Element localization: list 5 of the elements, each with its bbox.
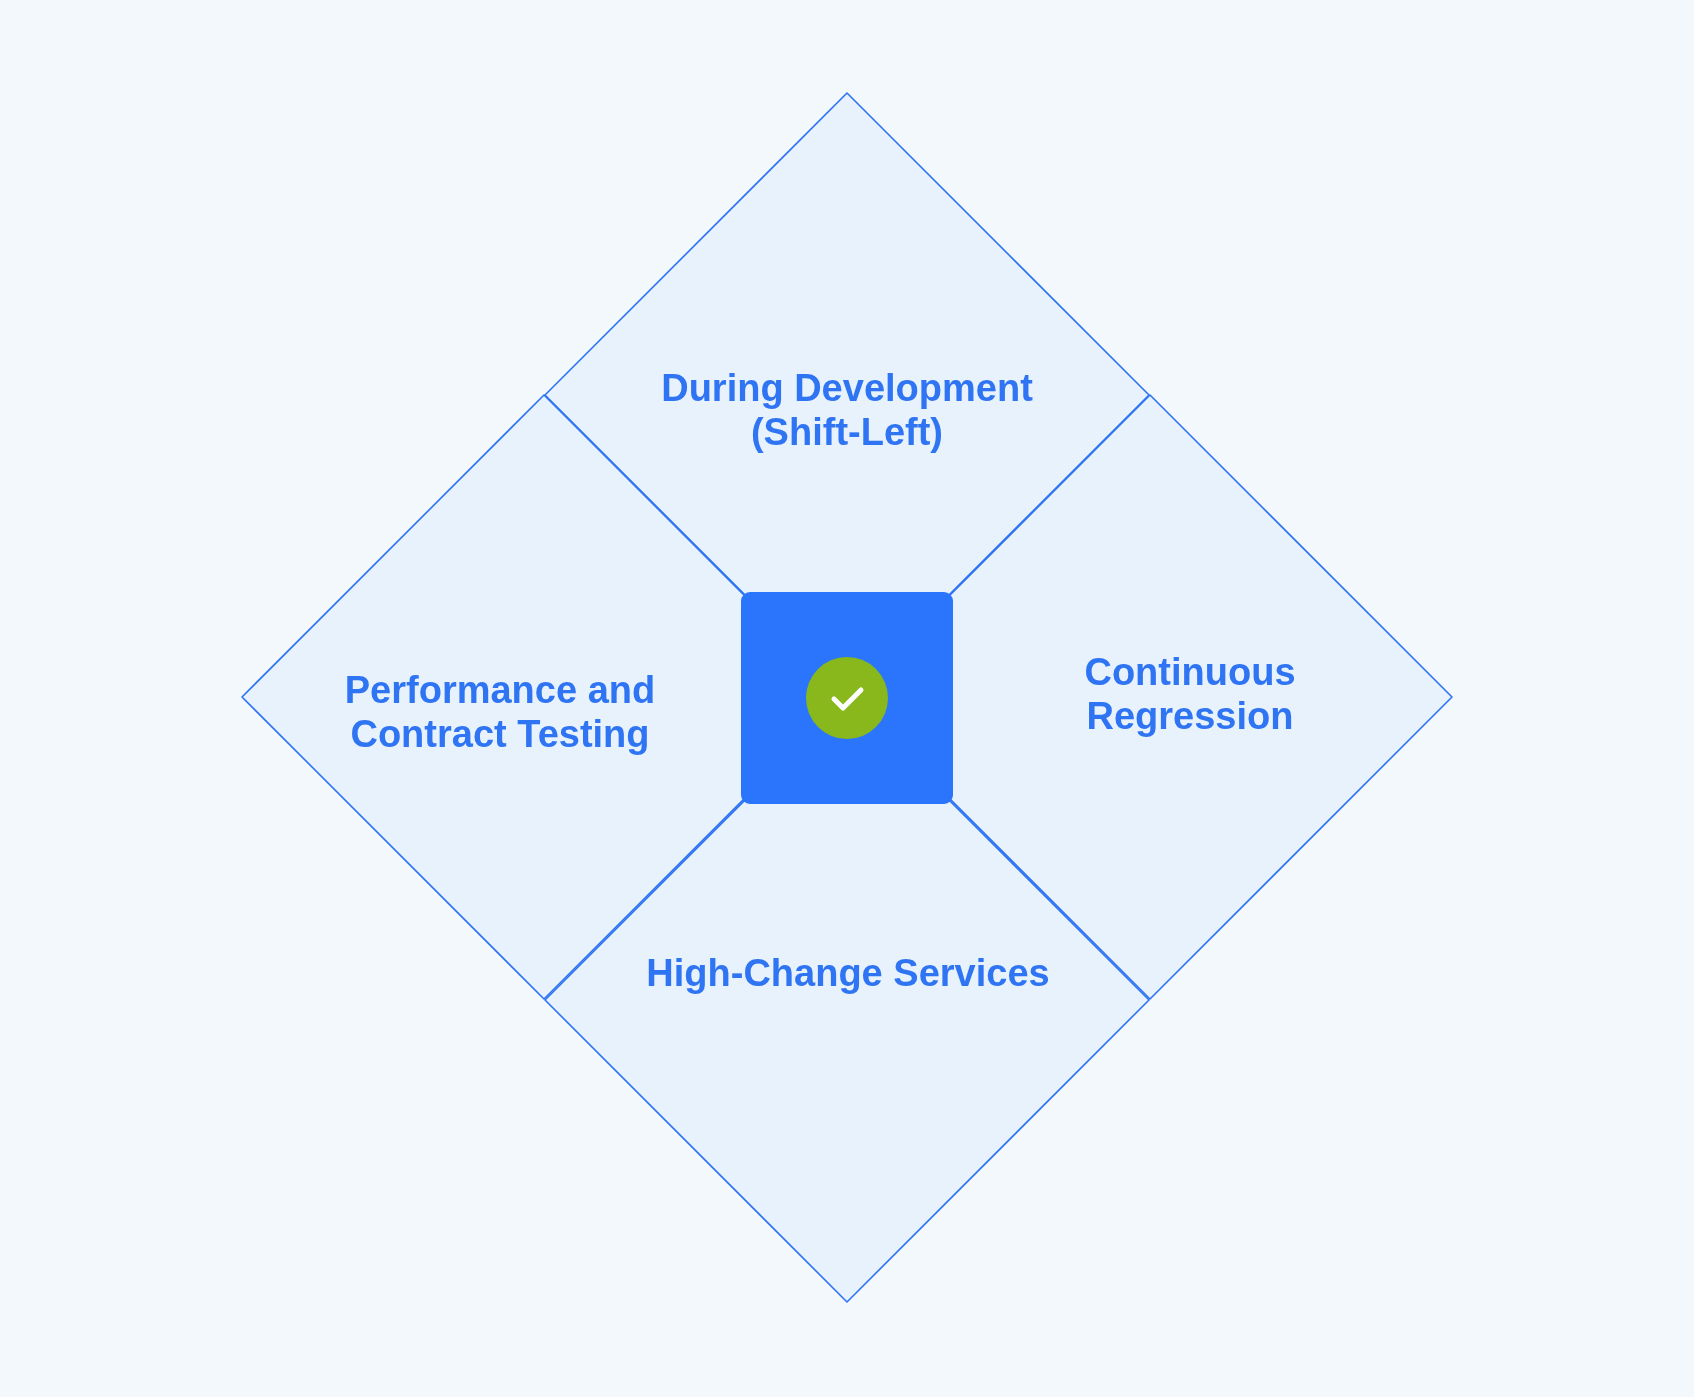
center-square bbox=[741, 592, 953, 804]
quadrant-label: High-Change Services bbox=[645, 951, 1051, 995]
quadrant-label: Performance and Contract Testing bbox=[343, 668, 657, 756]
quadrant-label: During Development (Shift-Left) bbox=[660, 366, 1034, 454]
quadrant-label: Continuous Regression bbox=[1083, 650, 1297, 738]
